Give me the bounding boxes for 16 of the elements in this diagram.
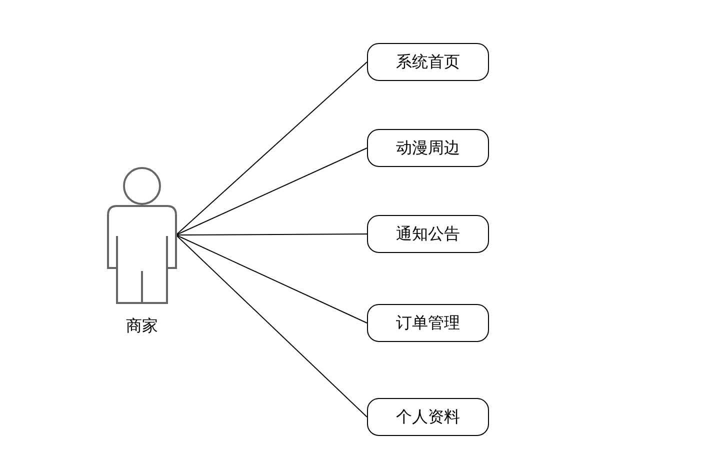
connector-line <box>176 148 368 236</box>
use-case-label: 订单管理 <box>396 312 460 334</box>
use-case-box <box>367 215 489 253</box>
use-case-box <box>367 398 489 436</box>
use-case-box <box>367 43 489 81</box>
use-case-box <box>367 129 489 167</box>
use-case-label: 通知公告 <box>396 224 460 244</box>
use-case-label: 动漫周边 <box>396 138 460 158</box>
actor-label: 商家 <box>126 316 158 337</box>
connector-line <box>176 234 368 236</box>
use-case-label: 个人资料 <box>396 406 460 428</box>
connector-line <box>176 234 368 324</box>
use-case-label: 系统首页 <box>396 52 460 72</box>
connector-line <box>176 234 368 418</box>
connector-line <box>176 62 368 236</box>
use-case-box <box>367 304 489 342</box>
